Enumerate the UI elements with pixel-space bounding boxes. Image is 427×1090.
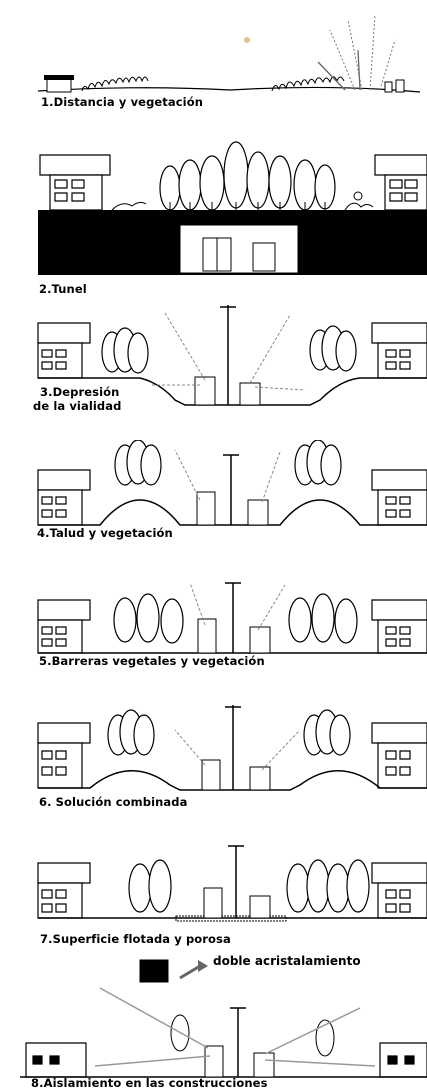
panel-distance-vegetation: 1.Distancia y vegetación: [0, 0, 427, 112]
panel-floating-porous-surface: 7.Superficie flotada y porosa: [0, 838, 427, 948]
sound-arrows: [190, 583, 285, 630]
sound-arrows: [330, 15, 395, 90]
sound-arrows-solid: [318, 50, 360, 90]
truck-icon: [205, 1046, 223, 1077]
house-left-icon: [38, 323, 90, 378]
panel-road-depression: 3.Depresión de la vialidad: [0, 305, 427, 435]
combined-profile: [38, 771, 427, 790]
embankment-profile: [38, 500, 427, 525]
sound-arrows: [175, 730, 300, 770]
panel-1-illustration: [0, 0, 427, 112]
tree-right-icon: [316, 1020, 334, 1056]
house-right-icon: [372, 863, 427, 918]
caption-6: 6. Solución combinada: [39, 795, 188, 809]
house-right-icon: [372, 470, 427, 525]
house-right-icon: [372, 323, 427, 378]
house-left-icon: [38, 723, 90, 788]
car-icon: [254, 1053, 274, 1077]
trees-left-icon: [108, 710, 154, 755]
car-icon: [240, 383, 260, 405]
house-left-icon: [40, 155, 110, 210]
panel-5-illustration: [0, 575, 427, 675]
porous-surface: [176, 916, 286, 921]
house-left-icon: [38, 863, 90, 918]
truck-icon: [396, 80, 404, 92]
caption-8: 8.Aislamiento en las construcciones: [31, 1076, 268, 1090]
tree-trunks: [170, 202, 325, 210]
tree-row-right-icon: [272, 77, 344, 91]
trees-left-icon: [129, 860, 171, 912]
car-icon: [385, 82, 392, 92]
trees-right-icon: [310, 326, 356, 371]
trees-left-icon: [114, 594, 183, 643]
house-left-icon: [38, 470, 90, 525]
tunnel-icon: [180, 225, 298, 273]
caption-7: 7.Superficie flotada y porosa: [40, 932, 231, 946]
caption-1: 1.Distancia y vegetación: [41, 95, 204, 109]
truck-icon: [202, 760, 220, 790]
caption-4: 4.Talud y vegetación: [37, 526, 173, 540]
sun-icon: [244, 37, 250, 43]
panel-7-illustration: [0, 838, 427, 948]
house-right-icon: [372, 723, 427, 788]
caption-3-line-2: de la vialidad: [33, 399, 122, 413]
truck-icon: [198, 619, 216, 653]
panel-6-illustration: [0, 705, 427, 815]
trees-right-icon: [304, 710, 350, 755]
house-icon: [47, 79, 71, 92]
house-right-icon: [375, 155, 427, 210]
bush-icon: [354, 192, 362, 200]
car-icon: [250, 627, 270, 653]
ground-line: [38, 87, 420, 92]
car-icon: [253, 243, 275, 271]
sound-arrows: [150, 313, 305, 390]
house-right-icon: [372, 600, 427, 653]
sound-arrows: [175, 450, 280, 502]
sound-arrows: [95, 988, 375, 1066]
panel-building-insulation: doble acristalamiento 8.Aislamiento en l…: [0, 948, 427, 1090]
trees-right-icon: [289, 594, 357, 643]
truck-icon: [195, 377, 215, 405]
panel-embankment-vegetation: 4.Talud y vegetación: [0, 440, 427, 545]
car-icon: [250, 896, 270, 918]
house-left-icon: [26, 1043, 86, 1077]
house-left-icon: [38, 600, 90, 653]
tree-row-left-icon: [82, 77, 148, 91]
trees-right-icon: [287, 860, 369, 912]
tree-row-icon: [160, 142, 335, 210]
panel-plant-barriers: 5.Barreras vegetales y vegetación: [0, 575, 427, 675]
caption-5: 5.Barreras vegetales y vegetación: [39, 654, 265, 668]
truck-icon: [204, 888, 222, 918]
caption-3-line-1: 3.Depresión: [40, 385, 120, 399]
trees-right-icon: [295, 440, 341, 485]
panel-3-illustration: [0, 305, 427, 435]
trees-left-icon: [102, 328, 148, 373]
panel-8-illustration: [0, 948, 427, 1090]
truck-icon: [197, 492, 215, 525]
trees-left-icon: [115, 440, 161, 485]
panel-tunnel: 2.Tunel: [0, 140, 427, 300]
panel-2-illustration: [38, 140, 427, 275]
double-glazing-label: doble acristalamiento: [213, 954, 361, 968]
house-right-icon: [380, 1043, 427, 1077]
car-icon: [250, 767, 270, 790]
double-glazing-icon: [140, 960, 168, 982]
panel-combined-solution: 6. Solución combinada: [0, 705, 427, 815]
caption-2: 2.Tunel: [39, 282, 87, 296]
panel-4-illustration: [0, 440, 427, 545]
car-icon: [248, 500, 268, 525]
